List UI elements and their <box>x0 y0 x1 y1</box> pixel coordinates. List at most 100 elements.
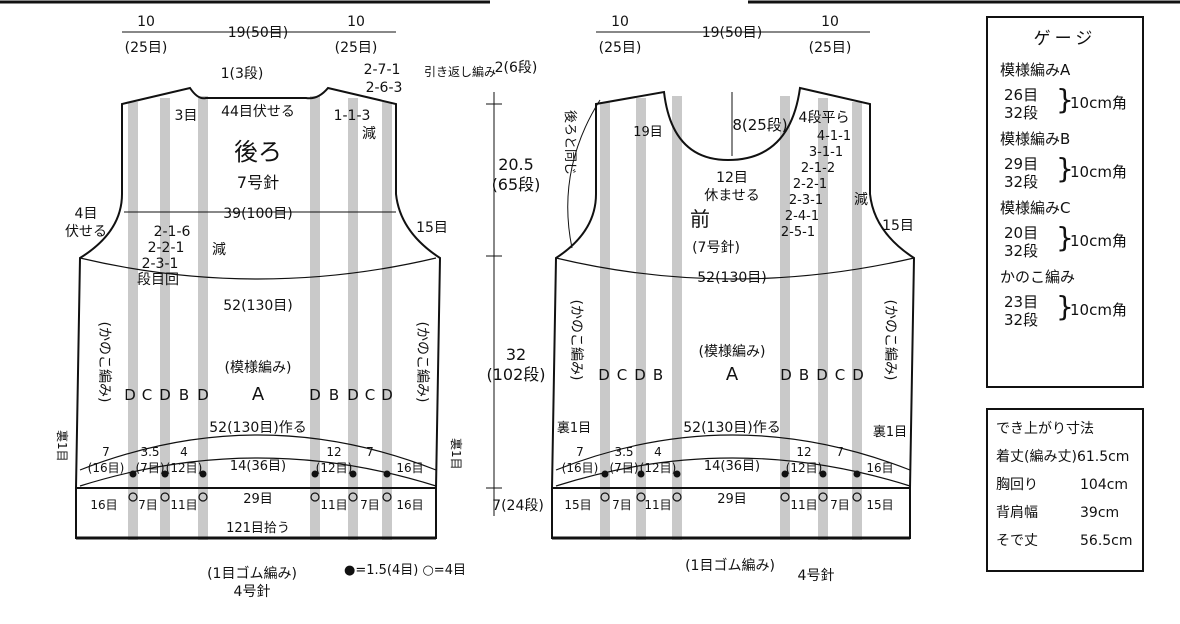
front-labels: 10 19(50目) 10 (25目) (25目) 後ろと同じ 8(25段) 1… <box>557 14 914 584</box>
svg-text:7目: 7目 <box>612 498 632 512</box>
front-neck-flat: 4段平ら <box>799 110 850 126</box>
back-arm-dec-red: 減 <box>212 241 226 258</box>
dim-rib: 7(24段) <box>492 498 544 514</box>
back-dec-right: 1-1-3 <box>334 108 371 124</box>
svg-text:14(36目): 14(36目) <box>230 459 286 474</box>
gauge-title: ゲージ <box>1033 29 1097 49</box>
svg-text:D: D <box>634 366 646 384</box>
front-top-width-center: 19(50目) <box>702 25 763 41</box>
svg-text:D: D <box>124 386 136 404</box>
svg-text:D: D <box>159 386 171 404</box>
back-shoulder-note: 1(3段) <box>221 66 264 82</box>
svg-text:C: C <box>142 386 152 404</box>
svg-text:29目: 29目 <box>717 492 747 507</box>
gauge-item-c: 模様編みC 20目 32段 } 10cm角 <box>988 197 1142 260</box>
svg-text:C: C <box>365 386 375 404</box>
front-bottom-dims: 7 (16目) 3.5 (7目) 4 (12目) 14(36目) 12 (12目… <box>562 445 894 475</box>
svg-text:7: 7 <box>836 445 844 459</box>
svg-text:12: 12 <box>796 445 811 459</box>
front-rib-needle: 4号針 <box>798 568 835 584</box>
front-outline <box>550 86 916 489</box>
back-short-row: 2-7-1 <box>364 62 401 78</box>
svg-text:B: B <box>799 366 809 384</box>
svg-text:B: B <box>653 366 663 384</box>
back-needle: 7号針 <box>237 173 279 192</box>
svg-text:2-4-1: 2-4-1 <box>785 209 819 224</box>
svg-text:2-5-1: 2-5-1 <box>781 225 815 240</box>
svg-text:7目: 7目 <box>360 498 380 512</box>
back-top-count-left: (25目) <box>125 40 168 56</box>
gauge-name: 模様編みB <box>1000 130 1071 148</box>
front-rib-counts: 15目 7目 11目 29目 11目 7目 15目 <box>564 492 893 512</box>
back-short-row-label: 引き返し編み <box>424 64 496 79</box>
svg-text:3.5: 3.5 <box>140 445 159 459</box>
back-rib-needle: 4号針 <box>234 584 271 600</box>
svg-text:A: A <box>726 364 739 385</box>
svg-text:16目: 16目 <box>396 498 423 512</box>
svg-text:D: D <box>852 366 864 384</box>
svg-text:B: B <box>329 386 339 404</box>
back-kanoko-left: (かのこ編み) <box>96 322 112 403</box>
svg-text:3-1-1: 3-1-1 <box>809 145 843 160</box>
back-arm-dec-note: 段目回 <box>137 272 179 288</box>
back-top-count-right: (25目) <box>335 40 378 56</box>
back-ura-left: 裏1目 <box>55 430 70 462</box>
back-texture-strips <box>128 96 392 540</box>
gauge-rows: 32段 <box>1004 173 1039 191</box>
back-outline <box>74 86 442 489</box>
front-neck-19: 19目 <box>633 125 663 140</box>
svg-text:(12目): (12目) <box>316 461 353 475</box>
back-pickup: 121目拾う <box>226 521 290 536</box>
dim-armhole: 20.5 <box>498 155 534 174</box>
front-kanoko-left: (かのこ編み) <box>568 300 584 381</box>
svg-text:4: 4 <box>180 445 188 459</box>
svg-text:7: 7 <box>576 445 584 459</box>
back-legend: ●=1.5(4目) ○=4目 <box>344 563 466 578</box>
back-labels: 10 19(50目) 10 (25目) (25目) 1(3段) 2-7-1 2-… <box>55 14 496 600</box>
dim-body-rows: (102段) <box>486 365 545 384</box>
back-top-width-center: 19(50目) <box>228 25 289 41</box>
gauge-brace: } <box>1056 221 1074 254</box>
back-short-row-2: 2-6-3 <box>366 80 403 96</box>
svg-text:7: 7 <box>102 445 110 459</box>
back-arm-dec-3: 2-3-1 <box>142 256 179 272</box>
svg-text:29目: 29目 <box>243 492 273 507</box>
gauge-brace: } <box>1056 83 1074 116</box>
svg-text:A: A <box>252 384 265 405</box>
front-ura-left: 裏1目 <box>557 421 591 436</box>
gauge-stitches: 23目 <box>1004 293 1039 311</box>
front-top-count-left: (25目) <box>599 40 642 56</box>
svg-text:(12目): (12目) <box>640 461 677 475</box>
back-armhole-left: 4目 <box>75 206 98 222</box>
back-pattern-label: (模様編み) <box>225 360 292 376</box>
front-width-52: 52(130目) <box>697 270 766 286</box>
svg-text:16目: 16目 <box>90 498 117 512</box>
gauge-stitches: 20目 <box>1004 224 1039 242</box>
front-column-letters: D C D B A D B D C D <box>598 364 864 385</box>
length-dimensions: 2(6段) 20.5 (65段) 32 (102段) 7(24段) <box>486 60 546 516</box>
back-rib-counts: 16目 7目 11目 29目 11目 7目 16目 <box>90 492 423 512</box>
back-piece <box>74 31 442 540</box>
svg-text:2-3-1: 2-3-1 <box>789 193 823 208</box>
svg-text:(7目): (7目) <box>136 461 165 475</box>
svg-text:C: C <box>617 366 627 384</box>
svg-text:11目: 11目 <box>790 498 817 512</box>
svg-text:2-2-1: 2-2-1 <box>793 177 827 192</box>
svg-text:C: C <box>835 366 845 384</box>
svg-text:16目: 16目 <box>396 461 423 475</box>
svg-text:D: D <box>197 386 209 404</box>
svg-text:12: 12 <box>326 445 341 459</box>
svg-text:D: D <box>381 386 393 404</box>
back-rib-label: (1目ゴム編み) <box>207 565 297 582</box>
front-top-width-left: 10 <box>611 14 629 30</box>
back-title: 後ろ <box>234 138 282 166</box>
svg-text:7目: 7目 <box>138 498 158 512</box>
front-neck-center: 12目 <box>716 170 748 186</box>
gauge-panel: ゲージ 模様編みA 26目 32段 } 10cm角 模様編みB 29目 32段 … <box>986 16 1144 388</box>
back-ura-right: 裏1目 <box>449 438 464 470</box>
dim-armhole-rows: (65段) <box>492 175 541 194</box>
